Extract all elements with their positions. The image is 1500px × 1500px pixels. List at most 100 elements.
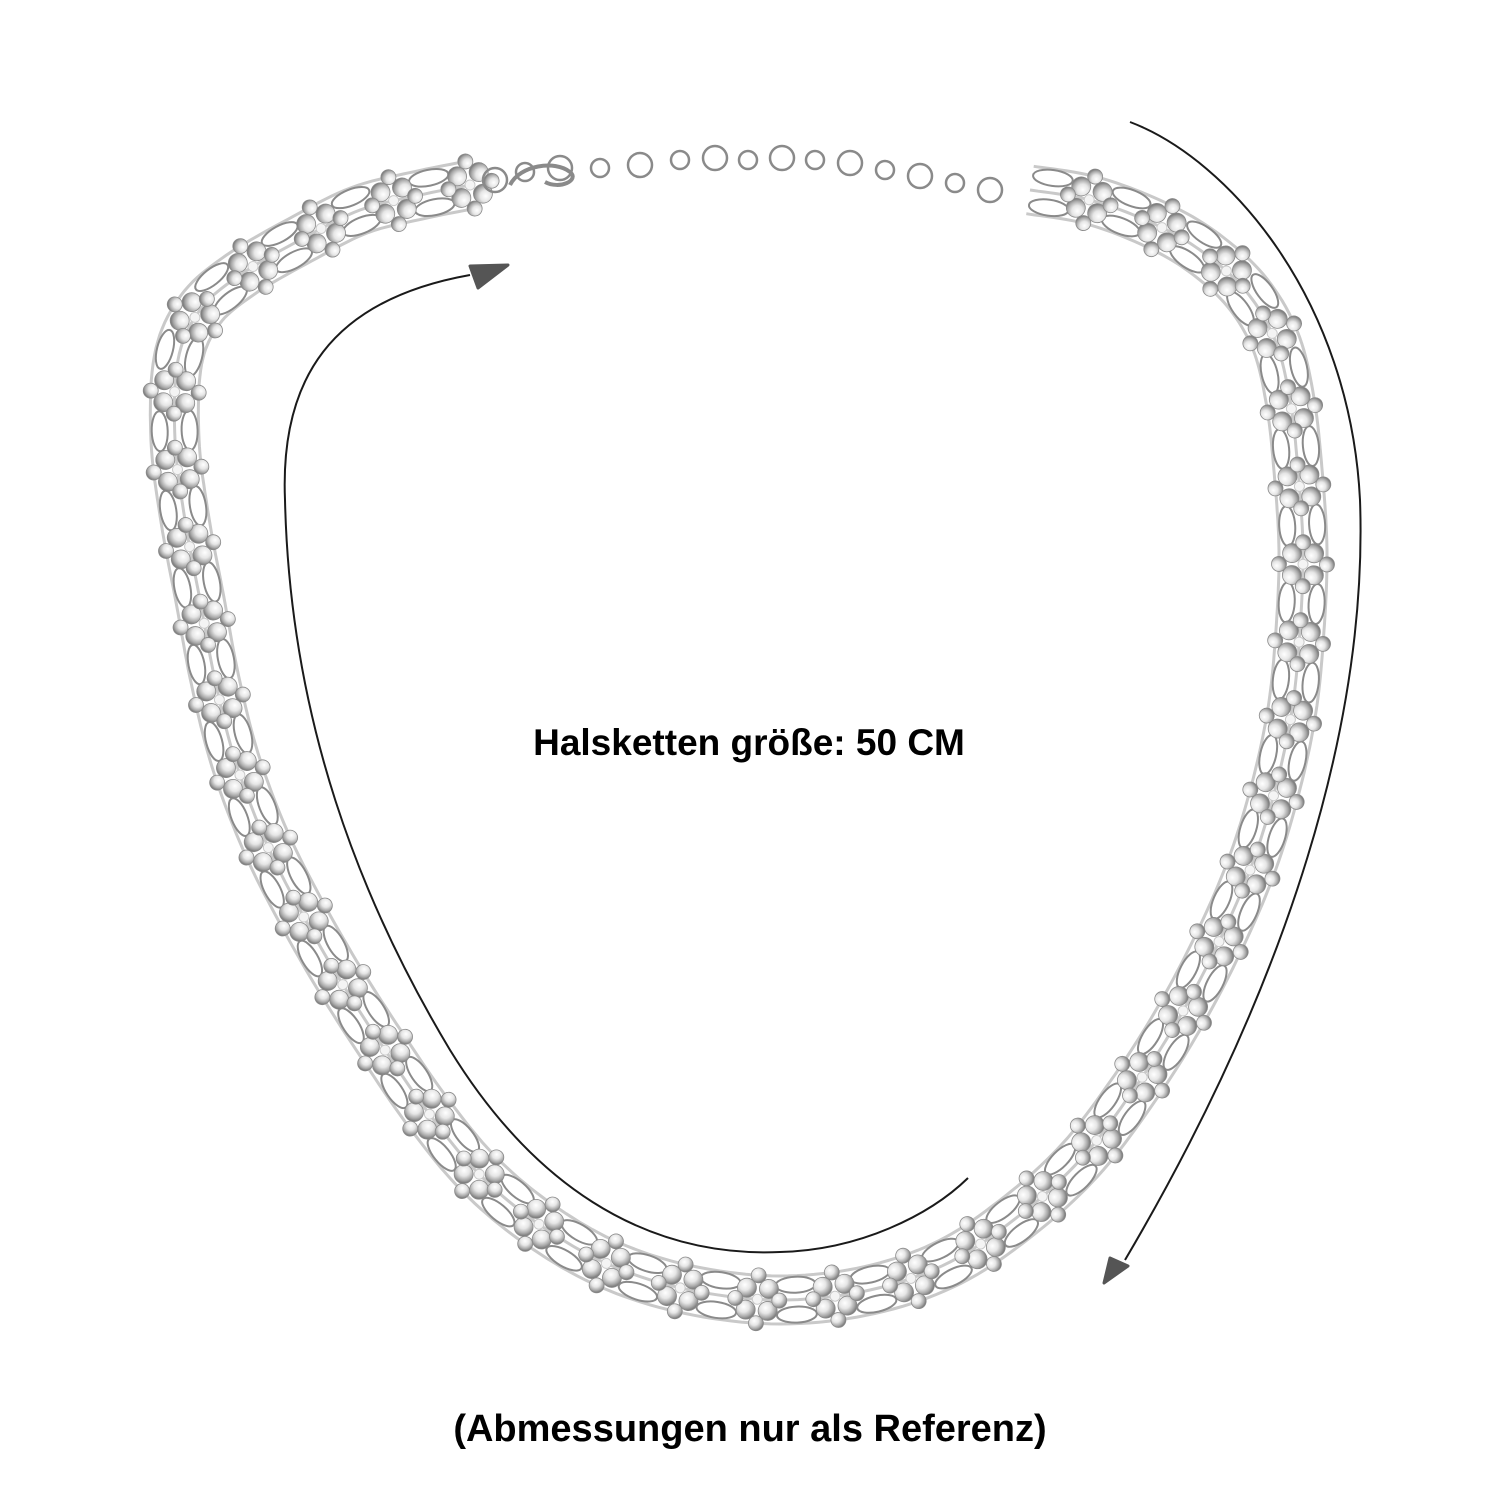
silver-bead [829, 1290, 841, 1302]
silver-bead [269, 859, 286, 876]
bead-cluster [1219, 841, 1281, 899]
silver-bead [602, 1268, 622, 1288]
silver-bead [895, 1247, 912, 1264]
bead-cluster [578, 1233, 635, 1294]
extender-chain-link [481, 166, 509, 194]
silver-bead [293, 231, 310, 247]
silver-bead [375, 203, 396, 224]
silver-bead [1036, 1191, 1048, 1202]
silver-bead [170, 549, 191, 570]
silver-bead [332, 210, 349, 226]
silver-bead [246, 241, 267, 262]
silver-bead [1215, 245, 1236, 266]
silver-bead [1315, 635, 1331, 652]
silver-bead [222, 698, 243, 719]
silver-bead [364, 197, 381, 214]
silver-bead [417, 1119, 438, 1140]
bead-cluster [727, 1267, 788, 1332]
necklace-link [330, 186, 371, 210]
extender-chain-link [669, 149, 691, 171]
silver-bead [512, 1203, 529, 1220]
silver-bead [216, 713, 233, 730]
silver-bead [1164, 198, 1181, 214]
bead-cluster [166, 291, 223, 344]
silver-bead [1102, 197, 1119, 214]
silver-bead [209, 774, 226, 791]
silver-bead [389, 1060, 406, 1077]
silver-bead [1294, 408, 1314, 428]
extender-chain-link [768, 144, 796, 172]
silver-bead [370, 182, 391, 203]
silver-bead [1173, 229, 1190, 246]
silver-bead [1249, 841, 1266, 858]
silver-bead [145, 464, 162, 481]
silver-bead [434, 1106, 455, 1127]
silver-bead [1293, 700, 1313, 721]
necklace-link [775, 1305, 818, 1324]
silver-bead [1136, 1071, 1148, 1083]
silver-bead [200, 637, 216, 653]
silver-bead [1271, 766, 1288, 783]
silver-bead [469, 1179, 489, 1200]
silver-bead [1292, 612, 1309, 629]
silver-bead [750, 1267, 767, 1284]
silver-bead [1242, 335, 1259, 352]
silver-bead [486, 1181, 503, 1198]
silver-bead [379, 1044, 391, 1056]
silver-bead [678, 1291, 699, 1311]
silver-bead [390, 216, 407, 232]
silver-bead [1166, 212, 1187, 233]
silver-bead [155, 450, 176, 470]
silver-bead [1289, 656, 1306, 672]
silver-bead [185, 560, 202, 577]
silver-bead [848, 1285, 865, 1302]
necklace-link [545, 1245, 583, 1272]
silver-bead [488, 1149, 505, 1166]
silver-bead [1307, 397, 1324, 414]
silver-bead [336, 959, 357, 980]
silver-bead [1290, 386, 1311, 407]
silver-bead [1271, 697, 1292, 717]
silver-bead [1091, 1135, 1103, 1146]
silver-bead [905, 1272, 917, 1284]
silver-bead [239, 271, 260, 292]
silver-bead [910, 1293, 927, 1310]
silver-bead [1277, 642, 1298, 663]
silver-bead [355, 964, 372, 980]
silver-bead [1277, 466, 1298, 487]
silver-bead [1234, 245, 1251, 262]
extender-chain-link [546, 154, 574, 182]
silver-bead [337, 979, 349, 991]
bead-cluster [440, 153, 500, 217]
silver-bead [243, 772, 264, 792]
silver-bead [219, 611, 236, 627]
necklace-link [1277, 581, 1296, 624]
silver-bead [657, 1286, 677, 1307]
bead-cluster [1267, 456, 1332, 517]
silver-bead [464, 179, 476, 191]
silver-bead [544, 1196, 561, 1213]
silver-bead [207, 622, 227, 643]
silver-bead [1276, 328, 1297, 349]
necklace-link [1032, 168, 1074, 188]
silver-bead [154, 370, 175, 391]
silver-bead [232, 238, 249, 255]
silver-bead [1295, 534, 1312, 551]
silver-bead [1134, 210, 1151, 226]
extender-chain-link [701, 144, 729, 172]
silver-bead [158, 543, 174, 559]
silver-bead [469, 1148, 490, 1169]
silver-bead [1293, 636, 1305, 648]
bead-cluster [1200, 245, 1252, 297]
necklace-link [1250, 273, 1280, 309]
silver-bead [166, 439, 183, 456]
silver-bead [172, 619, 189, 636]
silver-bead [175, 393, 196, 414]
bead-cluster [650, 1256, 710, 1320]
silver-bead [588, 1277, 605, 1294]
silver-bead [408, 1088, 425, 1105]
silver-bead [1244, 864, 1256, 876]
necklace-link [1065, 1163, 1098, 1197]
bead-cluster [226, 238, 280, 295]
silver-bead [1050, 1206, 1067, 1223]
